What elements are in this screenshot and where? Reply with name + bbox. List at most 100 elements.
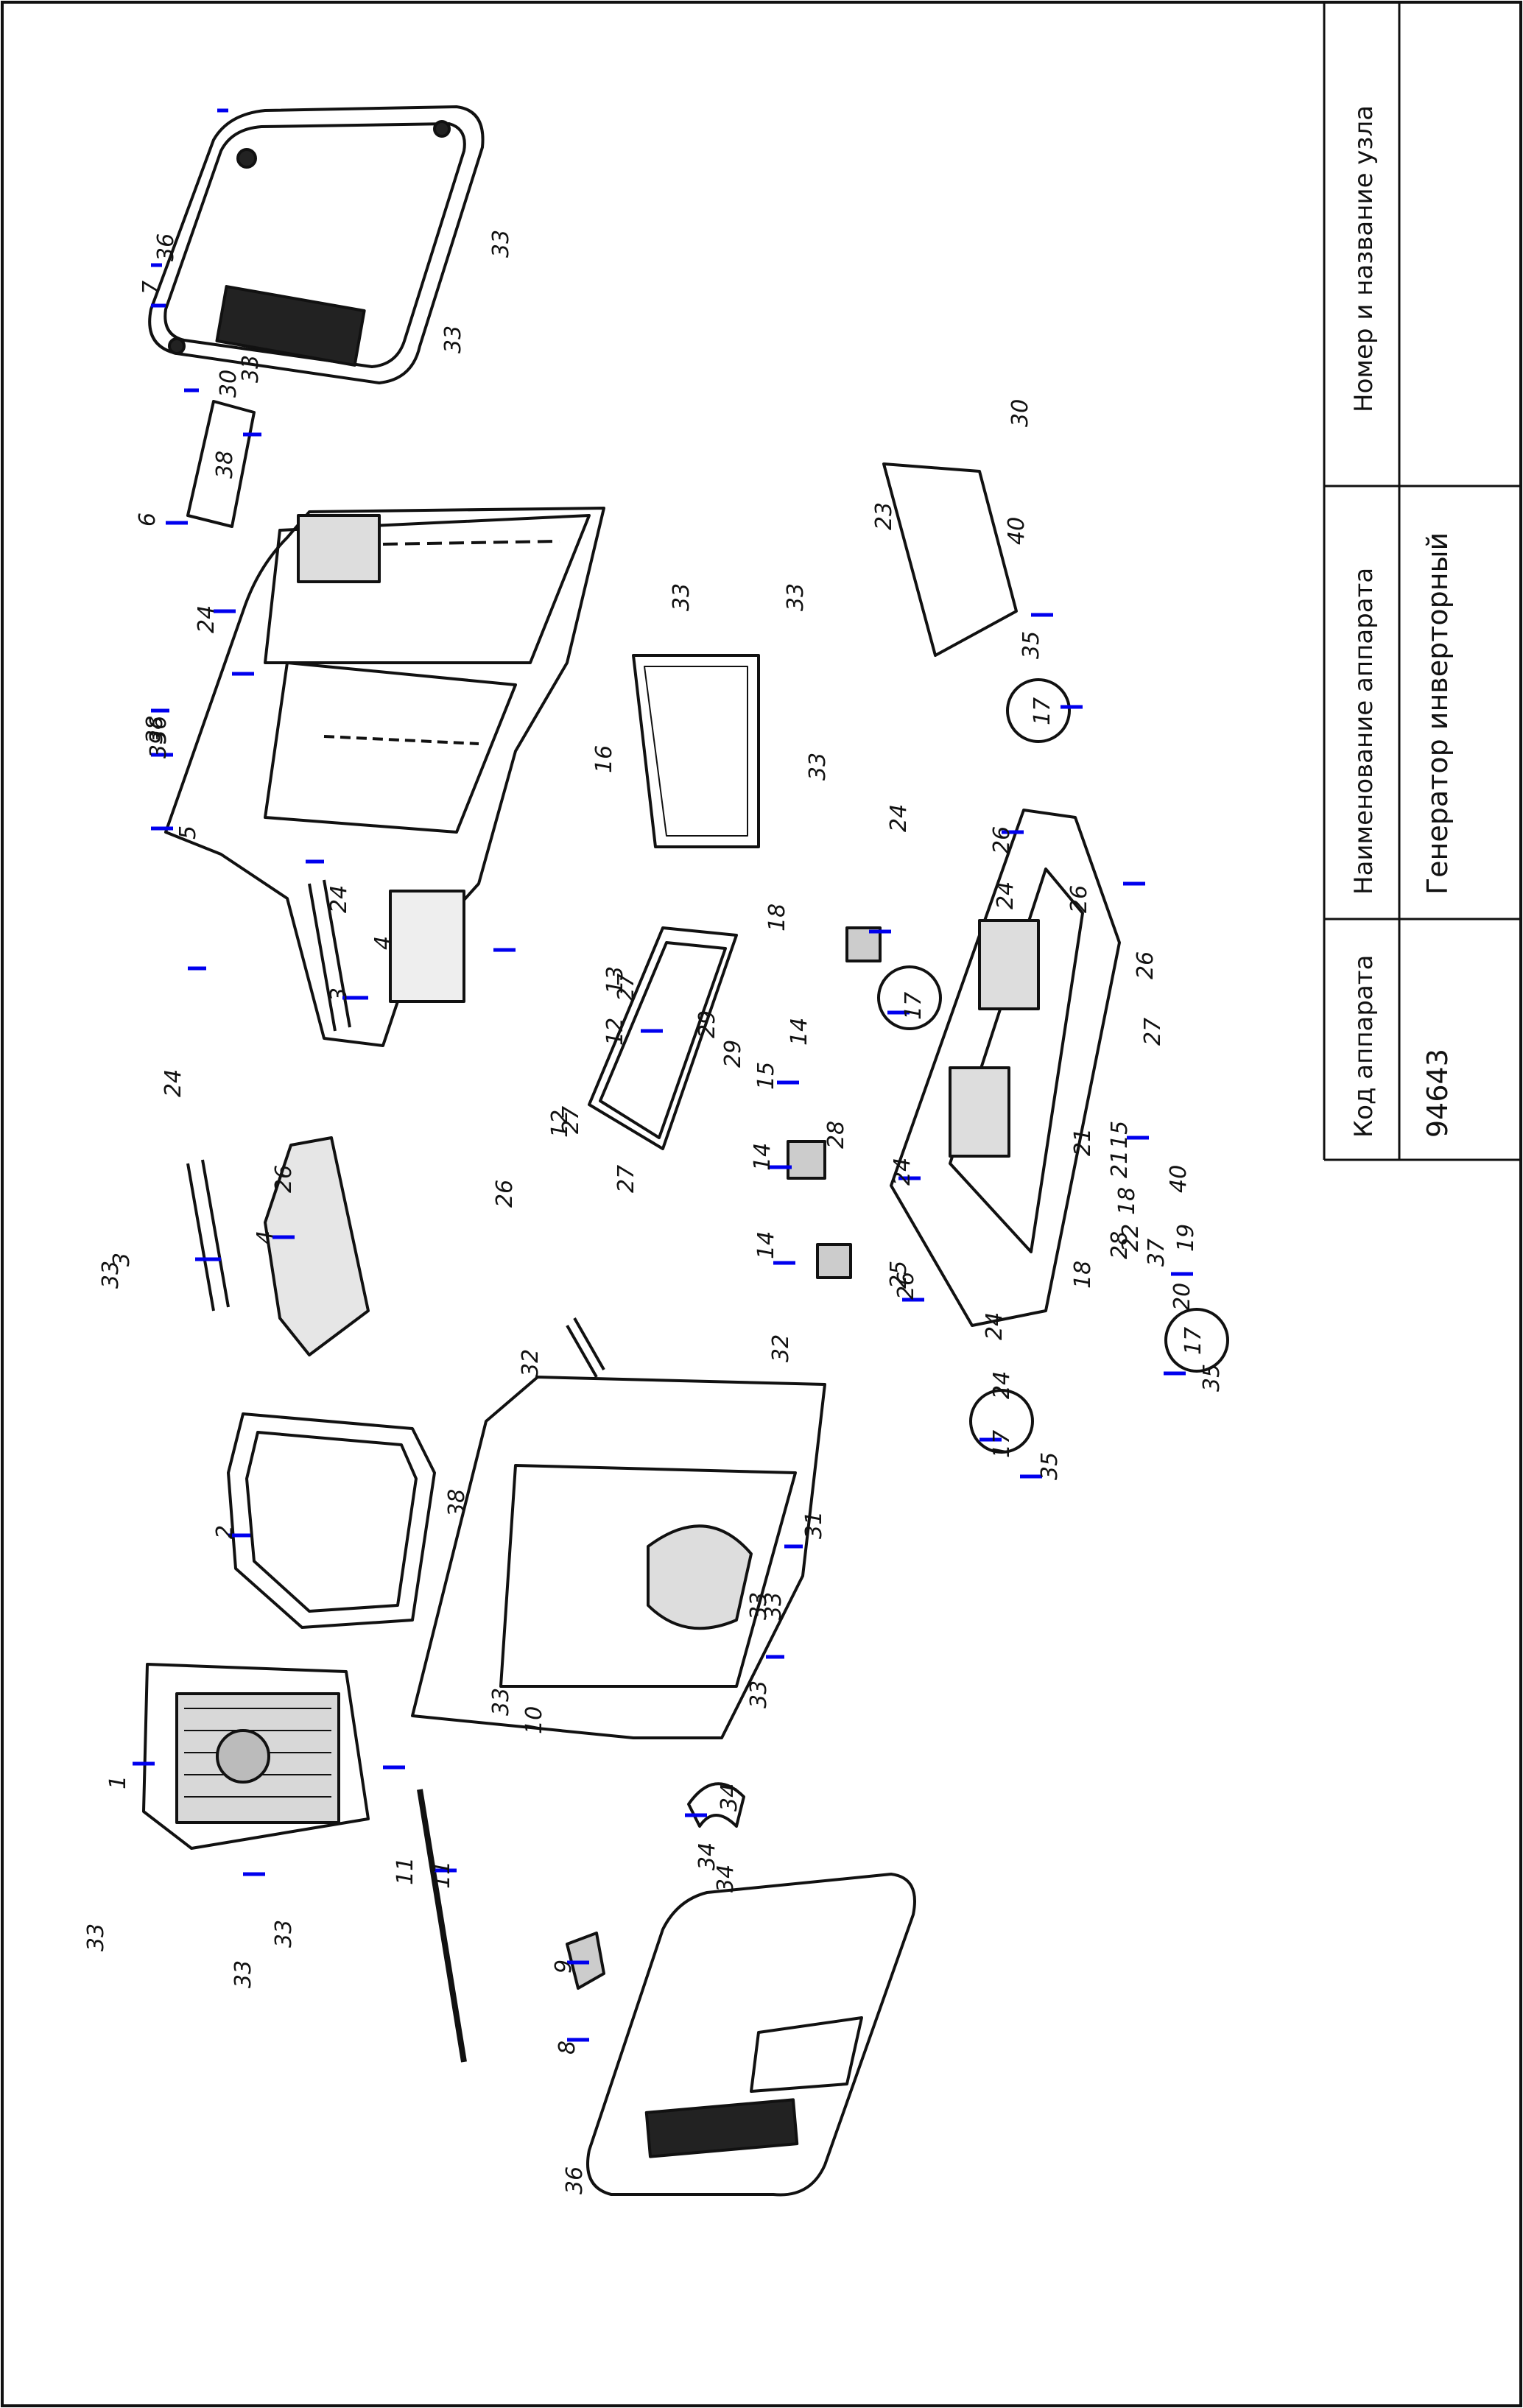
name-value: Генератор инверторный <box>1421 532 1454 895</box>
callout-label: 19 <box>1173 1224 1199 1252</box>
callout-label: 12 <box>602 1018 628 1046</box>
callout-label: 26 <box>1133 951 1158 979</box>
callout-label: 13 <box>602 966 628 994</box>
callout-label: 33 <box>488 1688 514 1716</box>
callout-label: 26 <box>989 826 1015 854</box>
callout-label: 27 <box>1140 1018 1166 1046</box>
part-handle-tube-lower <box>186 1159 230 1312</box>
part-handle-bracket <box>264 1136 370 1356</box>
part-main-base <box>411 1317 826 1739</box>
callout-label: 18 <box>764 904 790 932</box>
callout-label: 30 <box>1007 399 1033 427</box>
callout-label: 33 <box>83 1923 109 1951</box>
callout-label: 33 <box>238 355 264 383</box>
callout-label: 5 <box>175 825 201 839</box>
callout-label: 16 <box>591 745 617 773</box>
callout-label: 10 <box>521 1706 547 1734</box>
callout-label: 22 <box>1118 1224 1144 1252</box>
callout-label: 6 <box>135 513 161 527</box>
callout-label: 12 <box>547 1110 573 1138</box>
callout-label: 11 <box>393 1857 418 1885</box>
callout-label: 31 <box>801 1511 827 1539</box>
callout-label: 17 <box>901 992 926 1020</box>
callout-label: 21 <box>1070 1128 1096 1156</box>
callout-label: 24 <box>194 605 219 633</box>
part-rod <box>417 1789 467 2063</box>
callout-label: 33 <box>271 1920 297 1948</box>
callout-label: 21 <box>1107 1150 1133 1178</box>
callout-label: 33 <box>231 1960 256 1988</box>
callout-label: 39 <box>146 731 172 758</box>
callout-label: 7 <box>138 281 164 295</box>
callout-label: 33 <box>669 583 694 611</box>
name-header: Наименование аппарата <box>1349 567 1379 895</box>
callout-label: 28 <box>823 1121 849 1149</box>
callout-label: 11 <box>429 1861 455 1889</box>
callout-label: 36 <box>153 233 179 261</box>
part-panel-23 <box>882 462 1018 657</box>
callout-label: 27 <box>613 974 639 1001</box>
callout-label: 26 <box>893 1272 919 1300</box>
callout-label: 27 <box>558 1106 584 1134</box>
part-chassis <box>890 809 1121 1327</box>
callout-label: 24 <box>890 1158 915 1186</box>
callout-label: 24 <box>886 804 912 832</box>
callout-label: 4 <box>253 1231 278 1245</box>
callout-label: 26 <box>271 1165 297 1193</box>
leader-lines <box>133 108 1193 2042</box>
callout-label: 40 <box>1166 1165 1192 1193</box>
callout-label: 9 <box>551 1960 577 1974</box>
callout-label: 1 <box>105 1775 131 1789</box>
callout-label: 29 <box>694 1010 720 1038</box>
unit-header: Номер и название узла <box>1349 105 1379 412</box>
title-block <box>1323 2 1521 1161</box>
callout-label: 17 <box>1030 697 1055 725</box>
callout-label: 36 <box>562 2166 588 2194</box>
callout-label: 20 <box>1169 1283 1195 1311</box>
part-side-cover-top <box>148 105 485 384</box>
callout-label: 33 <box>746 1592 772 1620</box>
callout-label: 14 <box>753 1231 779 1259</box>
part-front-grille <box>142 1663 370 1850</box>
callout-label: 18 <box>1070 1261 1096 1289</box>
callout-label: 15 <box>1107 1121 1133 1149</box>
callout-label: 14 <box>750 1143 775 1171</box>
part-bracket-16 <box>632 654 760 848</box>
callout-label: 28 <box>1107 1231 1133 1259</box>
callout-label: 8 <box>555 2041 580 2055</box>
callout-labels: 1233445678910111112121314141415151617171… <box>83 230 1225 2194</box>
callout-label: 23 <box>871 502 897 530</box>
callout-label: 35 <box>1037 1452 1063 1480</box>
callout-label: 33 <box>805 753 831 781</box>
callout-label: 26 <box>1066 885 1092 913</box>
callout-label: 36 <box>146 716 172 744</box>
part-foot-3 <box>969 1389 1034 1454</box>
exploded-drawing <box>142 105 1229 2197</box>
code-header: Код аппарата <box>1349 954 1379 1138</box>
callout-label: 24 <box>326 885 352 913</box>
code-value: 94643 <box>1421 1049 1454 1138</box>
part-foot-1 <box>1006 678 1071 743</box>
callout-label: 35 <box>1019 631 1044 659</box>
part-side-cover-bottom <box>586 1873 916 2197</box>
part-frame-upper <box>164 507 605 1047</box>
part-gasket <box>227 1412 436 1629</box>
part-foot-4 <box>1164 1308 1229 1373</box>
callout-label: 4 <box>370 936 396 950</box>
callout-label: 17 <box>989 1430 1015 1458</box>
callout-label: 33 <box>98 1261 124 1289</box>
part-18a <box>787 1140 826 1180</box>
part-handle-tube-upper <box>308 879 351 1032</box>
callout-label: 34 <box>717 1784 742 1812</box>
callout-label: 38 <box>142 716 168 744</box>
callout-label: 33 <box>746 1680 772 1708</box>
callout-label: 24 <box>982 1312 1007 1340</box>
callout-label: 38 <box>444 1489 470 1517</box>
callout-label: 24 <box>993 881 1019 909</box>
callout-label: 37 <box>1144 1239 1169 1267</box>
callout-label: 3 <box>326 988 352 1001</box>
callout-label: 24 <box>161 1069 186 1097</box>
part-mounting-plate <box>588 926 738 1150</box>
callout-label: 24 <box>989 1371 1015 1399</box>
